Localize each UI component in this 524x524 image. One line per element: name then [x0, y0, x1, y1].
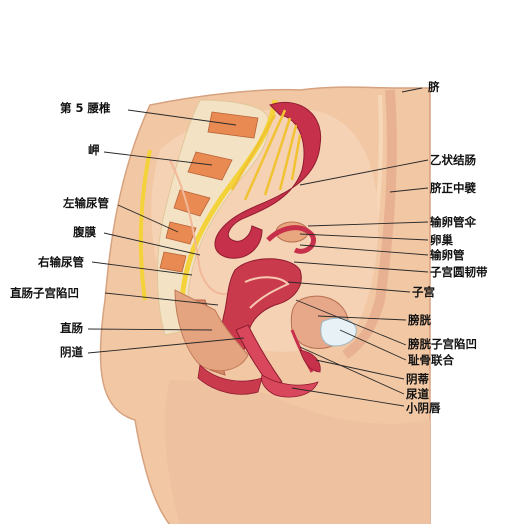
label-clitoris: 阴蒂	[406, 372, 429, 386]
label-peritoneum: 腹膜	[73, 225, 96, 239]
label-ovary: 卵巢	[430, 233, 453, 247]
label-sigmoid: 乙状结肠	[430, 153, 476, 167]
label-vesicouterine-pouch: 膀胱子宫陷凹	[407, 337, 477, 351]
label-sacrum: 岬	[88, 143, 100, 157]
label-vagina: 阴道	[60, 345, 83, 359]
uterine-cavity	[244, 276, 290, 309]
vagina-shape	[235, 324, 283, 386]
buttock-region	[164, 380, 430, 524]
label-urethra: 尿道	[406, 387, 429, 401]
sacral-vertebra-4	[159, 251, 187, 273]
label-l5: 第 5 腰椎	[60, 101, 111, 115]
mesentery-vessels	[230, 109, 302, 201]
label-labia-minora: 小阴唇	[405, 401, 441, 415]
sacral-vertebra-2	[173, 189, 211, 217]
label-right-ureter: 右输尿管	[37, 255, 84, 269]
sacral-ligament	[138, 149, 152, 301]
sacral-vertebra-1	[187, 151, 233, 181]
sacral-vertebra-3	[165, 221, 197, 245]
label-round-ligament: 子宫圆韧带	[430, 265, 488, 279]
labels: 第 5 腰椎 岬 左输尿管 腹膜 右输尿管 直肠子宫陷凹 直肠 阴道 脐 乙状结…	[10, 80, 488, 415]
label-rectouterine-pouch: 直肠子宫陷凹	[10, 286, 79, 300]
perineum	[197, 364, 263, 395]
label-rectum: 直肠	[60, 321, 83, 335]
clitoris-shape	[299, 349, 321, 373]
label-pubic-symphysis: 耻骨联合	[408, 353, 454, 367]
label-bladder: 膀胱	[407, 313, 431, 327]
labia-minora-shape	[261, 374, 319, 398]
label-oviduct: 输卵管	[430, 248, 465, 262]
label-umbilicus: 脐	[427, 80, 440, 94]
sigmoid-colon	[214, 101, 322, 259]
label-uterus: 子宫	[412, 285, 435, 299]
label-median-umbilical: 脐正中襞	[429, 181, 476, 195]
label-fimbria: 输卵管伞	[430, 215, 476, 229]
leader-lines	[87, 87, 429, 407]
label-left-ureter: 左输尿管	[62, 196, 109, 210]
